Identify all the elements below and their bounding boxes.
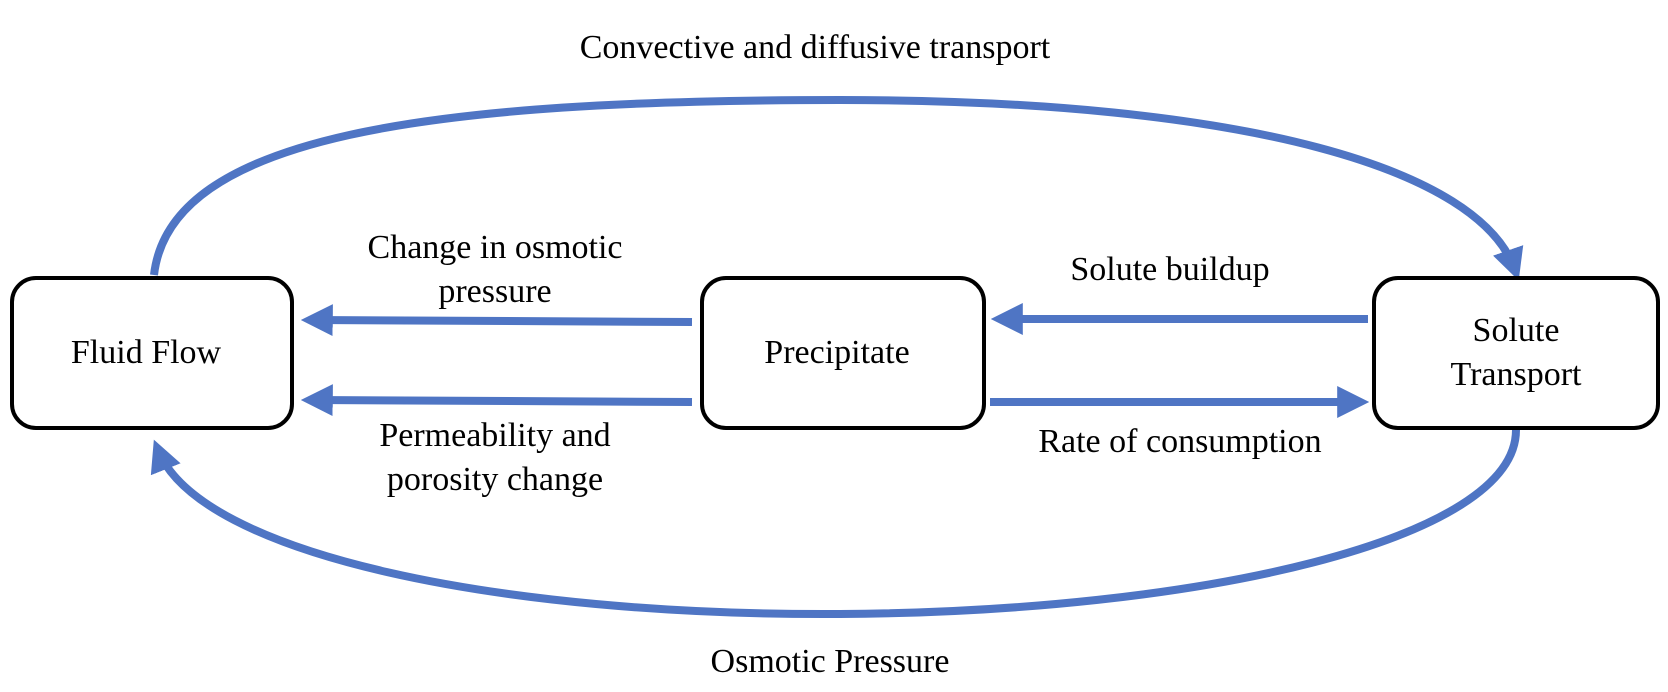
osmotic-change-label-line-2: pressure — [438, 273, 552, 310]
permeability-label-line-1: Permeability and — [379, 417, 611, 454]
solute-transport-node: Solute Transport — [1372, 276, 1660, 430]
convective-diffusive-label: Convective and diffusive transport — [579, 29, 1051, 66]
osmotic-change-label: Change in osmotic pressure — [330, 226, 660, 314]
fluid-flow-node: Fluid Flow — [10, 276, 294, 430]
permeability-label: Permeability and porosity change — [330, 414, 660, 502]
permeability-arrow — [300, 384, 693, 417]
rate-consumption-label: Rate of consumption — [1038, 423, 1322, 460]
solute-buildup-label: Solute buildup — [1070, 251, 1270, 288]
solute-transport-label: Solute Transport — [1451, 309, 1582, 397]
solute-transport-label-line-1: Solute — [1472, 312, 1560, 349]
osmotic-pressure-label: Osmotic Pressure — [710, 643, 950, 680]
precipitate-node: Precipitate — [700, 276, 986, 430]
fluid-flow-label: Fluid Flow — [70, 334, 222, 371]
precipitate-label: Precipitate — [764, 334, 910, 371]
osmotic-pressure-arrow — [150, 429, 1520, 619]
solute-transport-label-line-2: Transport — [1450, 356, 1582, 393]
convective-diffusive-arrow — [150, 95, 1524, 281]
osmotic-change-label-line-1: Change in osmotic — [367, 229, 623, 266]
permeability-label-line-2: porosity change — [386, 461, 604, 498]
osmotic-change-arrow — [300, 304, 693, 337]
